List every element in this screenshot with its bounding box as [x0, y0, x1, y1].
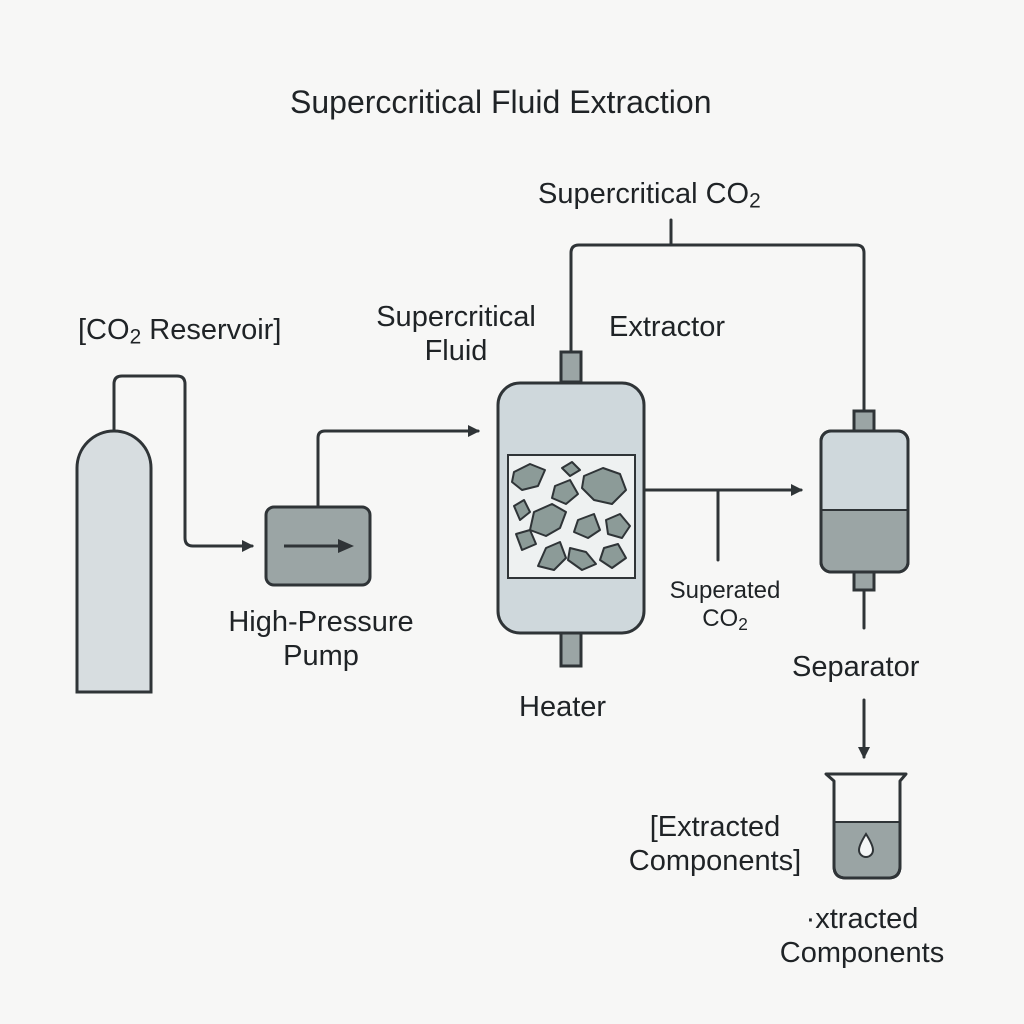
pipe-pump-to-extractor — [316, 425, 480, 507]
pipe-reservoir-to-pump — [112, 374, 254, 552]
pump-arrow-icon — [264, 505, 372, 587]
label-extracted-components-bottom: ·xtracted Components — [779, 903, 945, 970]
label-separator: Separator — [792, 651, 920, 683]
label-supercritical-co2: Supercritical CO2 — [538, 178, 761, 213]
diagram-title: Superccritical Fluid Extraction — [290, 84, 712, 120]
label-high-pressure-pump: High-Pressure Pump — [228, 606, 414, 673]
extraction-particles — [511, 461, 631, 571]
label-supercritical-fluid: Supercritical Fluid — [376, 301, 536, 368]
label-extracted-components-bracket: [Extracted Components] — [628, 811, 802, 878]
beaker-icon — [824, 772, 908, 880]
co2-tank-icon — [75, 429, 153, 694]
droplet-icon — [857, 832, 875, 858]
label-extractor: Extractor — [609, 311, 726, 343]
label-superated-co2: Superated CO2 — [669, 577, 781, 635]
label-heater: Heater — [519, 691, 607, 723]
separator-vessel-icon — [819, 409, 910, 592]
label-co2-reservoir: [CO2 Reservoir] — [78, 314, 282, 349]
pipe-supercritical-co2-loop — [569, 243, 866, 414]
extractor-vessel-icon — [496, 350, 646, 668]
